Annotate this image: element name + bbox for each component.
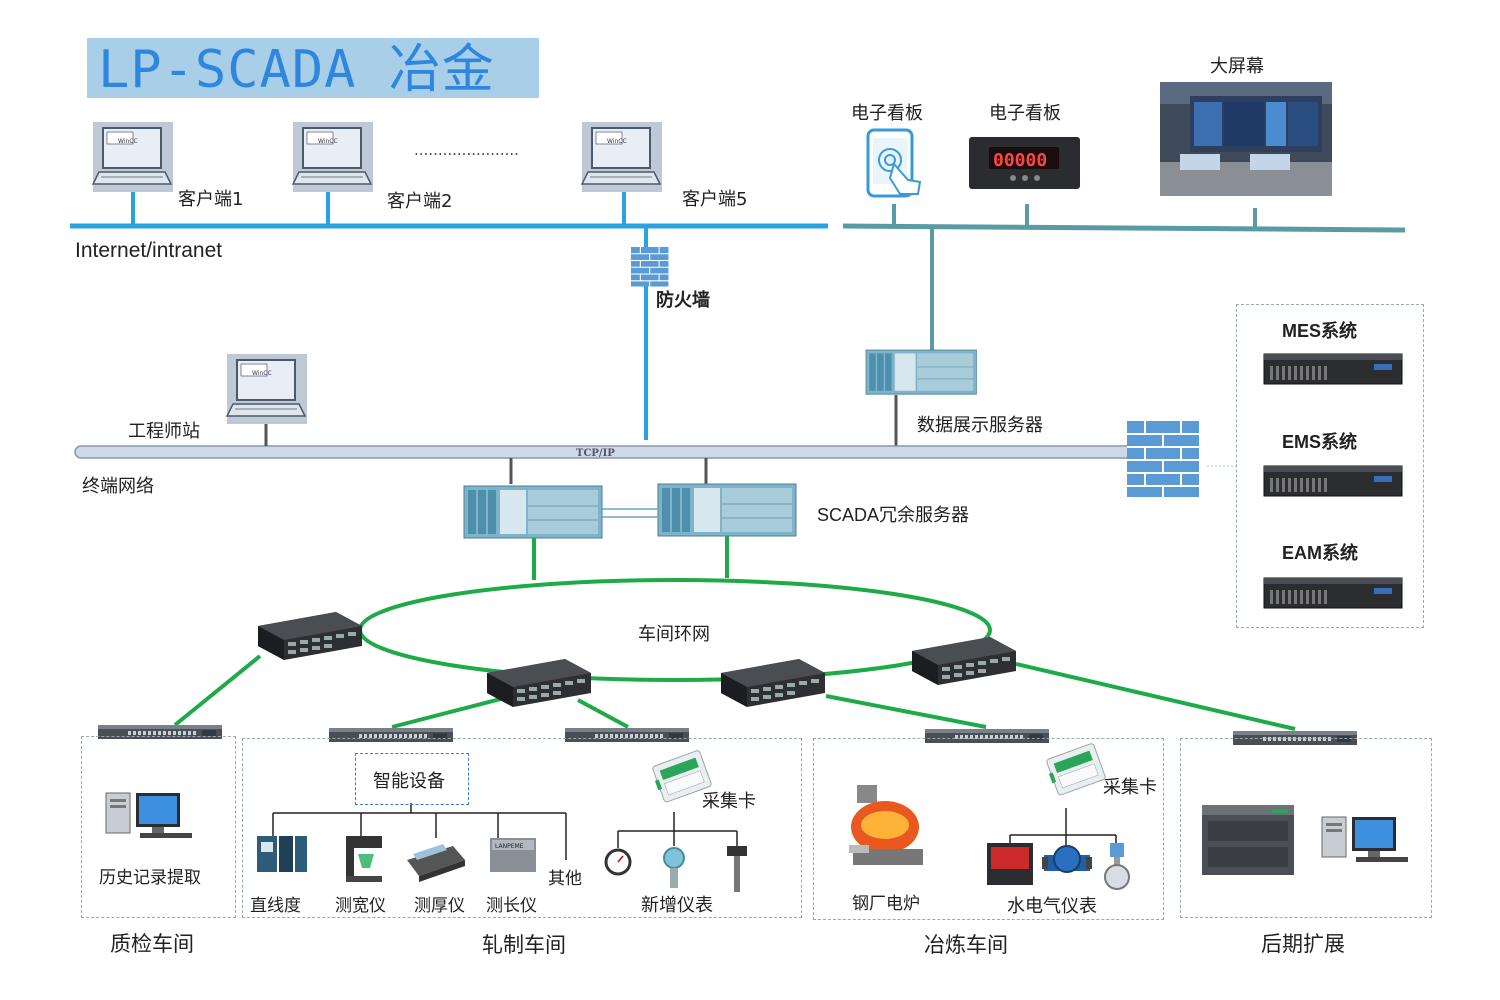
title-banner (87, 38, 539, 98)
terminal-network-label: 终端网络 (82, 476, 154, 497)
history-label: 历史记录提取 (99, 868, 201, 888)
svg-text:00000: 00000 (993, 150, 1047, 171)
rolling-workshop-box (242, 738, 802, 918)
future-workshop-box (1180, 738, 1432, 918)
scada-server-2-icon (657, 483, 797, 537)
length-gauge-icon: LANPEME (490, 838, 536, 872)
data-display-server-label: 数据展示服务器 (917, 415, 1043, 436)
svg-text:WinCC: WinCC (607, 138, 627, 145)
client-1-icon[interactable] (92, 121, 174, 193)
client-5-icon[interactable] (581, 121, 663, 193)
straightness-device-icon (257, 836, 307, 872)
board-1-label: 电子看板 (851, 103, 923, 124)
page-title: LP-SCADA 冶金 (98, 40, 495, 100)
smelting-workshop-box (813, 738, 1164, 920)
client-2-icon[interactable] (292, 121, 374, 193)
ring-switch-1-icon (258, 612, 362, 660)
plc-icon (1202, 805, 1294, 875)
water-meter-icon (1042, 845, 1092, 873)
board-2-label: 电子看板 (989, 103, 1061, 124)
acq-card-1-label: 采集卡 (702, 791, 756, 812)
client-5-label: 客户端5 (682, 189, 748, 210)
gas-flow-meter-icon (1104, 843, 1130, 890)
pressure-gauge-icon (604, 848, 632, 876)
ring-switch-3-icon (721, 659, 825, 707)
qc-workshop-label: 质检车间 (110, 932, 194, 956)
client-1-label: 客户端1 (178, 189, 244, 210)
new-meters-label: 新增仪表 (641, 895, 713, 916)
utility-meters-label: 水电气仪表 (1007, 896, 1097, 917)
internet-label: Internet/intranet (75, 239, 223, 262)
ring-switch-4-icon (912, 637, 1016, 685)
firewall-icon (630, 246, 669, 288)
acq-card-2-label: 采集卡 (1103, 777, 1157, 798)
external-firewall-icon (1126, 420, 1200, 498)
phone-board-icon (866, 128, 922, 198)
smart-devices-box (355, 753, 469, 805)
display-bus-line (842, 223, 1406, 233)
thickness-gauge-label: 测厚仪 (414, 896, 465, 916)
thermocouple-icon (727, 846, 747, 892)
svg-text:WinCC: WinCC (318, 138, 338, 145)
client-ellipsis: ...................... (414, 141, 519, 159)
width-gauge-label: 测宽仪 (335, 896, 386, 916)
big-screen-label: 大屏幕 (1210, 56, 1264, 77)
client-2-label: 客户端2 (387, 191, 453, 212)
big-screen-image (1160, 82, 1332, 196)
eam-label: EAM系统 (1282, 543, 1358, 563)
future-workshop-label: 后期扩展 (1261, 932, 1345, 956)
enterprise-systems-box (1236, 304, 1424, 628)
ring-network-label: 车间环网 (638, 624, 710, 645)
svg-text:LANPEME: LANPEME (495, 843, 524, 850)
mes-label: MES系统 (1282, 321, 1358, 341)
ems-label: EMS系统 (1282, 432, 1358, 452)
thickness-gauge-icon (407, 844, 465, 882)
scada-server-label: SCADA冗余服务器 (817, 505, 970, 525)
width-gauge-icon (346, 836, 382, 882)
rolling-workshop-label: 轧制车间 (482, 933, 566, 957)
engineer-station-icon[interactable] (226, 353, 308, 425)
svg-text:WinCC: WinCC (118, 138, 138, 145)
data-display-server-icon (865, 349, 977, 395)
led-board-icon: 00000 (969, 137, 1080, 189)
smart-devices-label: 智能设备 (373, 771, 445, 792)
other-label: 其他 (548, 869, 582, 889)
power-meter-icon (987, 843, 1033, 885)
smelting-workshop-label: 冶炼车间 (924, 933, 1008, 957)
firewall-label: 防火墙 (656, 290, 710, 310)
engineer-station-label: 工程师站 (128, 421, 200, 442)
furnace-icon (849, 785, 923, 865)
scada-server-1-icon (463, 485, 603, 539)
svg-text:WinCC: WinCC (252, 370, 272, 377)
straightness-label: 直线度 (250, 896, 301, 916)
tcpip-label: TCP/IP (576, 448, 615, 459)
length-gauge-label: 测长仪 (486, 896, 537, 916)
ring-switch-2-icon (487, 659, 591, 707)
qc-workshop-box (81, 736, 236, 918)
furnace-label: 钢厂电炉 (852, 894, 920, 914)
transmitter-icon (663, 847, 685, 888)
